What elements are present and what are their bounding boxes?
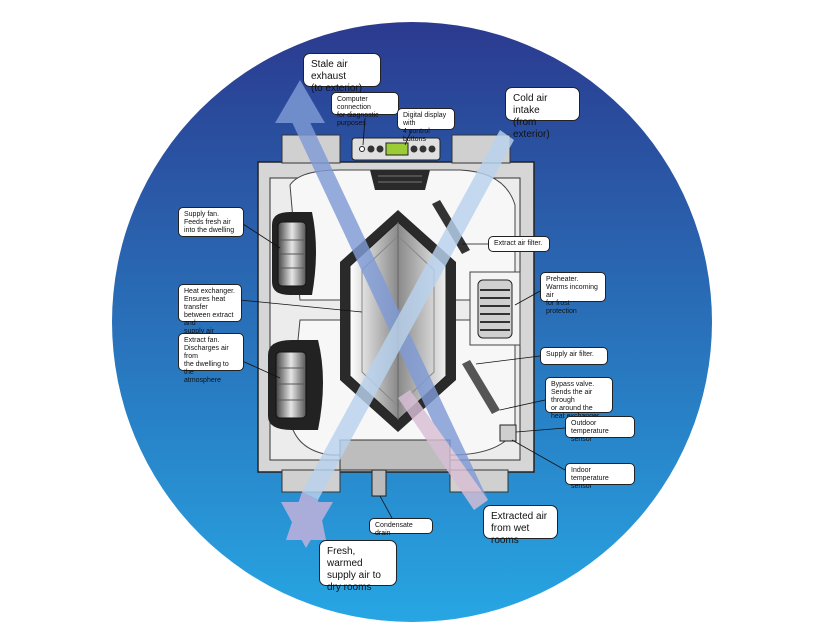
stale-air-flow bbox=[291, 120, 488, 510]
fresh-air-arrowhead bbox=[281, 502, 333, 548]
label-cold-air-intake: Cold air intake (from exterior) bbox=[505, 87, 580, 140]
label-bypass-valve: Bypass valve. Sends the air through or a… bbox=[545, 377, 613, 420]
control-panel bbox=[351, 137, 441, 161]
label-preheater: Preheater. Warms incoming air for frost … bbox=[540, 272, 606, 315]
label-stale-air-exhaust: Stale air exhaust (to exterior) bbox=[303, 53, 381, 94]
label-digital-display: Digital display with 4 control buttons bbox=[397, 108, 455, 143]
label-computer-connection: Computer connection for diagnostic purpo… bbox=[331, 92, 399, 127]
label-extracted-air: Extracted air from wet rooms bbox=[483, 505, 558, 546]
cold-air-flow bbox=[302, 130, 514, 500]
label-outdoor-temperature-sensor: Outdoor temperature sensor bbox=[565, 416, 635, 443]
extract-fan bbox=[268, 340, 323, 430]
label-condensate-drain: Condensate drain bbox=[369, 518, 433, 537]
stale-air-arrowhead bbox=[275, 80, 325, 123]
label-extract-air-filter: Extract air filter. bbox=[488, 236, 550, 252]
extracted-air-flow bbox=[398, 390, 488, 510]
label-supply-fan: Supply fan. Feeds fresh air into the dwe… bbox=[178, 207, 244, 237]
air-flow-arrows bbox=[275, 80, 514, 548]
label-heat-exchanger: Heat exchanger. Ensures heat transfer be… bbox=[178, 284, 242, 335]
top-grille bbox=[370, 170, 430, 190]
leader-lines bbox=[239, 117, 566, 519]
label-indoor-temperature-sensor: Indoor temperature sensor bbox=[565, 463, 635, 490]
label-fresh-supply-air: Fresh, warmed supply air to dry rooms bbox=[319, 540, 397, 593]
supply-fan bbox=[272, 212, 316, 295]
label-extract-fan: Extract fan. Discharges air from the dwe… bbox=[178, 333, 244, 384]
preheater bbox=[469, 271, 521, 346]
label-supply-air-filter: Supply air filter. bbox=[540, 347, 608, 365]
